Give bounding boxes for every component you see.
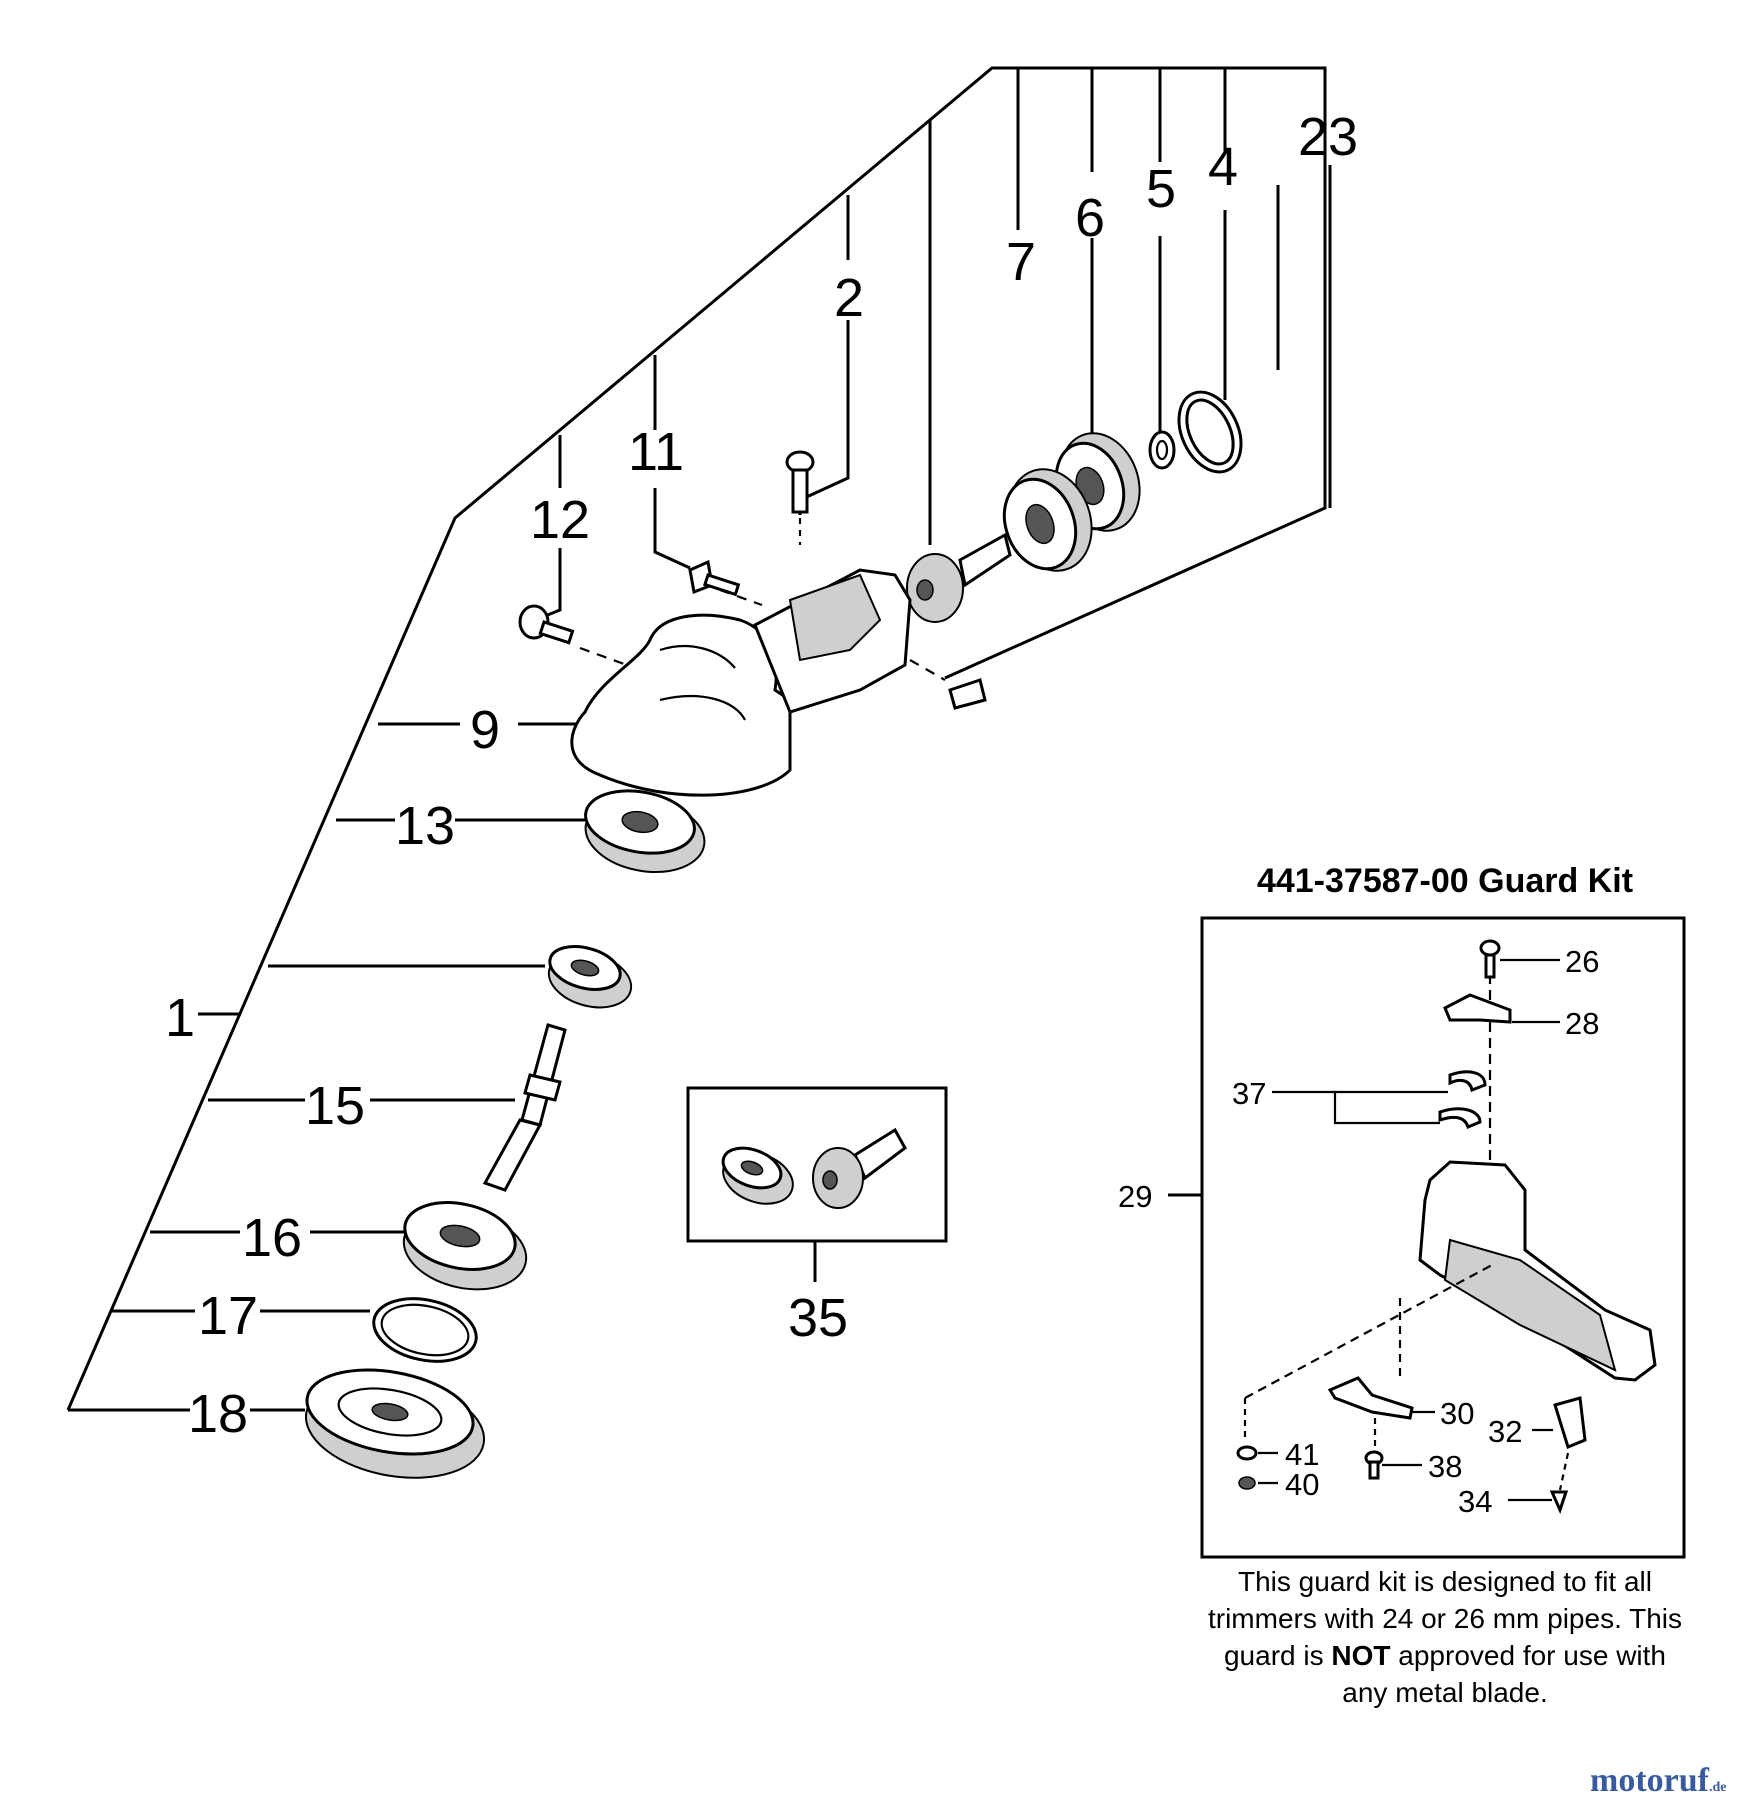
- part-snap-ring-17: [372, 1297, 478, 1363]
- callout-13: 13: [395, 796, 455, 856]
- part-bolt-11: [688, 559, 741, 597]
- callout-5: 5: [1146, 159, 1176, 219]
- callout-7: 7: [1006, 232, 1036, 292]
- callout-34: 34: [1458, 1484, 1492, 1519]
- part-key: [948, 678, 987, 710]
- part-bearing-16: [402, 1201, 528, 1291]
- callout-9: 9: [470, 700, 500, 760]
- callout-29: 29: [1118, 1179, 1152, 1214]
- callout-37: 37: [1232, 1076, 1266, 1111]
- guard-kit-title: 441-37587-00 Guard Kit: [1256, 862, 1634, 900]
- callout-16: 16: [242, 1208, 302, 1268]
- callout-41: 41: [1285, 1437, 1319, 1472]
- part-bevel-gear: [547, 945, 633, 1009]
- part-gear-housing-9: [570, 568, 912, 797]
- callout-40: 40: [1285, 1467, 1319, 1502]
- guard-kit-note-not: NOT: [1331, 1640, 1391, 1671]
- callout-labels: 23 4 5 6 7 2 11 12 9 13 1 15 16 17 18 35: [165, 107, 1358, 1444]
- watermark-name: motoruf: [1590, 1762, 1709, 1799]
- part-cover-18: [304, 1368, 486, 1479]
- guard-kit-note-text-2: approved for use with any metal blade.: [1342, 1640, 1666, 1708]
- gear-set-box-35: [686, 1086, 948, 1282]
- guard-kit-note-text-1: This guard kit is designed to fit all tr…: [1207, 1566, 1683, 1671]
- callout-35: 35: [788, 1288, 848, 1348]
- callout-30: 30: [1440, 1396, 1474, 1431]
- part-bolt-12: [518, 604, 575, 645]
- part-pinion-gear: [906, 532, 1012, 623]
- callout-6: 6: [1075, 188, 1105, 248]
- callout-32: 32: [1488, 1414, 1522, 1449]
- callout-15: 15: [305, 1076, 365, 1136]
- callout-4: 4: [1208, 137, 1238, 197]
- guard-kit-callouts: 26 28 37 29 30 32 41 38 40 34: [1118, 944, 1599, 1519]
- callout-26: 26: [1565, 944, 1599, 979]
- guard-kit-note: This guard kit is designed to fit all tr…: [1200, 1563, 1690, 1711]
- callout-18: 18: [188, 1384, 248, 1444]
- watermark-suffix: .de: [1708, 1780, 1727, 1795]
- part-bearing-13: [584, 789, 706, 873]
- part-washer-5: [1148, 430, 1176, 470]
- callout-1: 1: [165, 988, 195, 1048]
- callout-17: 17: [198, 1286, 258, 1346]
- leader-lines: [66, 66, 1332, 1412]
- callout-2: 2: [834, 268, 864, 328]
- part-bearing-7: [1002, 468, 1093, 572]
- part-shaft-15: [482, 1023, 567, 1192]
- watermark-logo: motoruf.de: [1590, 1762, 1726, 1800]
- callout-12: 12: [530, 490, 590, 550]
- callout-11: 11: [628, 422, 684, 482]
- callout-38: 38: [1428, 1449, 1462, 1484]
- callout-28: 28: [1565, 1006, 1599, 1041]
- part-circlip-4: [1177, 390, 1243, 474]
- guard-kit-box: [1168, 916, 1686, 1559]
- part-bolt-2: [785, 450, 815, 514]
- callout-23: 23: [1298, 107, 1358, 167]
